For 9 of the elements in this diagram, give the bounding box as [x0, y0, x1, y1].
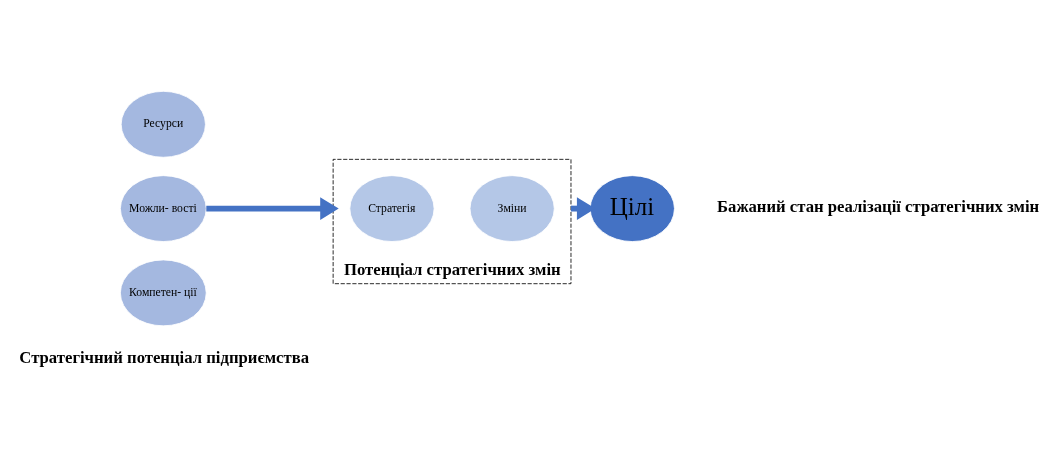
node-label: Бажаний стан реалізації стратегічних змін: [717, 196, 1040, 216]
node-ellipse: Цілі: [589, 174, 675, 242]
label: Стратегічний потенціал підприємства: [19, 347, 310, 367]
node-ellipse: Можли- вості: [119, 174, 207, 242]
node-ellipse: Компетен- ції: [119, 259, 207, 326]
node-ellipse: Ресурси: [120, 90, 206, 158]
arrow: [206, 196, 339, 220]
node-ellipse: Зміни: [469, 174, 555, 242]
node-ellipse: Стратегія: [349, 174, 435, 242]
